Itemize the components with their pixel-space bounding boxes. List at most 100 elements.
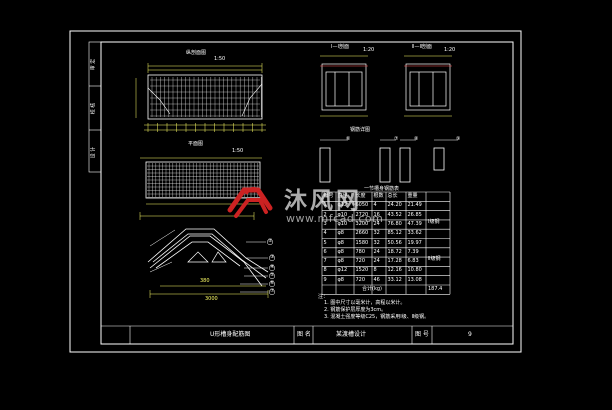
table-cell: 76.80 <box>387 220 402 227</box>
table-header-cell: 根数 <box>373 193 384 199</box>
table-cell: 2 <box>323 211 327 218</box>
inner-frame <box>100 41 514 345</box>
bar-detail-marker: ⑨ <box>456 136 461 142</box>
side-cell-3: 设 计 <box>90 146 97 159</box>
bar-detail-marker: ⑦ <box>394 136 399 142</box>
table-cell: 3200 <box>355 220 369 227</box>
sheet-number: 9 <box>468 331 472 338</box>
table-cell: 19.97 <box>407 239 422 246</box>
table-cell: φ8 <box>337 276 344 283</box>
table-cell: 1 <box>323 202 327 209</box>
table-cell: 33.62 <box>407 230 422 237</box>
table-cell: 2660 <box>355 230 369 237</box>
bar-marker-label: ⑥ <box>270 280 275 286</box>
notes-line-1: 1. 图中尺寸以毫米计，高程以米计。 <box>324 300 406 306</box>
table-header-cell: 编号 <box>323 193 334 199</box>
watermark-url: www.mfcad.com <box>286 212 384 225</box>
plan-title: 平面图 <box>188 141 204 147</box>
notes-line-3: 3. 混凝土强度等级C25，钢筋采用Ⅰ级、Ⅱ级钢。 <box>324 314 430 320</box>
table-group-label: Ⅱ级钢 <box>428 256 441 263</box>
table-cell: 47.39 <box>407 220 422 227</box>
table-cell: 43.52 <box>387 211 402 218</box>
table-cell: 720 <box>355 276 366 283</box>
table-header-cell: 直径 <box>337 193 348 199</box>
elevation-scale: 1:50 <box>214 56 226 62</box>
table-cell: 32 <box>373 230 380 237</box>
rebar-table <box>321 191 451 295</box>
table-cell: φ10 <box>337 220 348 227</box>
outer-frame <box>69 30 522 353</box>
table-cell: 24.20 <box>387 202 402 209</box>
table-total-value: 187.4 <box>428 286 443 292</box>
watermark-brand: 沐风网 <box>284 188 362 214</box>
table-cell: 50.56 <box>387 239 402 246</box>
table-cell: 4 <box>373 202 377 209</box>
bar-marker-circle <box>268 280 276 288</box>
title-field-value-1: 某渡槽设计 <box>336 331 367 338</box>
title-field-label-2: 图 号 <box>415 331 429 338</box>
bar-marker-label: ⑦ <box>270 288 275 294</box>
table-cell: 32 <box>373 239 380 246</box>
bar-marker-label: ④ <box>270 264 275 270</box>
table-header-cell: 长度 <box>355 193 366 199</box>
table-cell: 780 <box>355 248 366 255</box>
table-cell: 7 <box>323 258 327 265</box>
section-2-title: Ⅱ—Ⅱ剖面 <box>412 44 432 50</box>
bar-marker-circle <box>266 238 274 246</box>
table-cell: φ8 <box>337 248 344 255</box>
table-cell: 9 <box>323 276 327 283</box>
table-cell: φ8 <box>337 239 344 246</box>
table-cell: 16 <box>373 211 380 218</box>
table-cell: 4 <box>323 230 327 237</box>
plan-view <box>140 157 262 205</box>
bar-detail-marker: ⑥ <box>346 136 351 142</box>
bar-marker-circle <box>268 264 276 272</box>
table-cell: 1520 <box>355 267 369 274</box>
table-cell: φ12 <box>337 267 348 274</box>
table-header-cell: 重量 <box>407 193 418 199</box>
table-cell: 5 <box>323 239 327 246</box>
table-cell: 720 <box>355 258 366 265</box>
plan-scale: 1:50 <box>232 148 244 154</box>
table-cell: φ12 <box>337 202 348 209</box>
section-1-scale: 1:20 <box>363 47 375 53</box>
table-header-cell: 总长 <box>387 193 398 199</box>
side-cell-1: 审 定 <box>90 58 97 71</box>
table-cell: 6.83 <box>407 258 419 265</box>
table-group-label: Ⅰ级钢 <box>428 218 440 225</box>
bar-marker-circle <box>268 254 276 262</box>
bar-marker-label: ③ <box>270 254 275 260</box>
section-2-view <box>404 55 452 117</box>
bar-marker-label: ② <box>268 238 273 244</box>
notes-heading: 注： <box>318 294 329 300</box>
watermark: 沐风网 www.mfcad.com <box>222 181 384 231</box>
elevation-title: 纵剖面图 <box>186 50 207 56</box>
table-cell: 85.12 <box>387 230 402 237</box>
table-cell: 8 <box>323 267 327 274</box>
bar-marker-circle <box>268 272 276 280</box>
side-cell-2: 校 核 <box>90 102 97 115</box>
table-cell: 33.12 <box>387 276 402 283</box>
table-cell: 21.49 <box>407 202 422 209</box>
bar-detail-title: 钢筋详图 <box>350 127 371 133</box>
table-cell: 18.72 <box>387 248 402 255</box>
title-field-label-1: 图 名 <box>297 331 311 338</box>
section-1-view <box>320 55 368 117</box>
table-cell: φ8 <box>337 258 344 265</box>
table-cell: φ8 <box>337 230 344 237</box>
table-cell: 10.80 <box>407 267 422 274</box>
bar-marker-circle <box>268 288 276 296</box>
section-dim-bottom: 380 <box>200 278 210 284</box>
bar-marker-label: ⑤ <box>270 272 275 278</box>
side-approval-strip <box>88 41 102 173</box>
notes-line-2: 2. 钢筋保护层厚度为3cm。 <box>324 307 387 313</box>
section-2-scale: 1:20 <box>444 47 456 53</box>
table-cell: 7.39 <box>407 248 419 255</box>
table-cell: 26.85 <box>407 211 422 218</box>
table-cell: 1580 <box>355 239 369 246</box>
table-cell: 24 <box>373 220 380 227</box>
section-dim-total: 3000 <box>205 296 218 302</box>
table-cell: 12.16 <box>387 267 402 274</box>
table-title: 一节槽身钢筋表 <box>364 186 400 192</box>
